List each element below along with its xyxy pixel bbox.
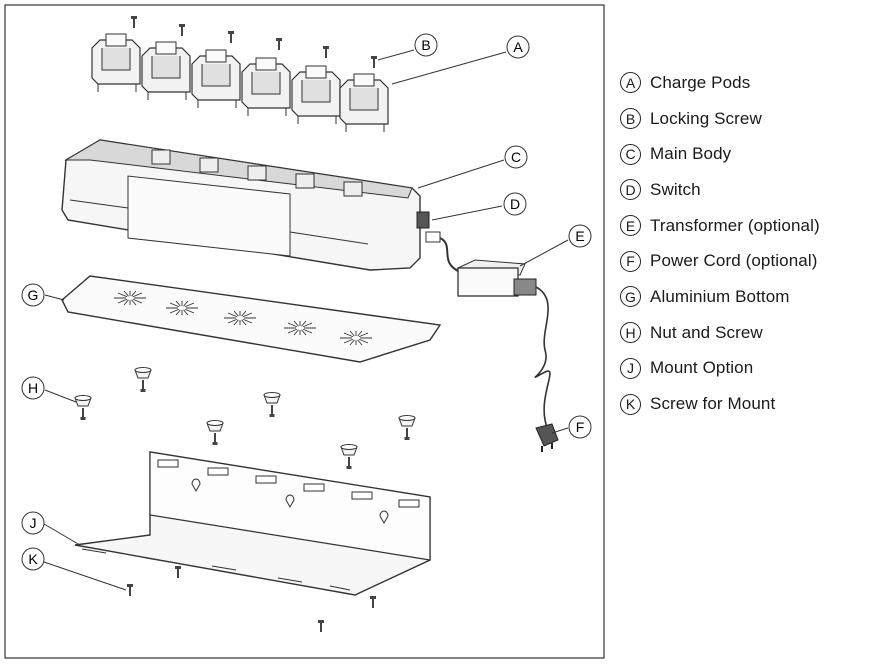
legend-label: Charge Pods: [650, 72, 751, 92]
callout-b: B: [414, 33, 438, 57]
svg-text:G: G: [28, 287, 39, 303]
callout-d: D: [503, 192, 527, 216]
legend-label: Power Cord (optional): [650, 251, 818, 271]
legend-label: Aluminium Bottom: [650, 286, 790, 306]
svg-text:C: C: [511, 149, 521, 165]
legend-key: E: [620, 215, 641, 237]
legend-key: J: [620, 357, 641, 379]
legend-label: Mount Option: [650, 358, 754, 378]
callout-k: K: [21, 547, 45, 571]
legend-item-j: J Mount Option: [620, 351, 870, 387]
svg-text:K: K: [28, 551, 38, 567]
callout-j: J: [21, 511, 45, 535]
svg-text:F: F: [576, 419, 585, 435]
legend-item-b: B Locking Screw: [620, 101, 870, 137]
power-plug: [535, 423, 559, 452]
svg-text:J: J: [30, 515, 37, 531]
nuts-and-screws: [74, 366, 416, 470]
legend-key: H: [620, 322, 641, 344]
legend-item-e: E Transformer (optional): [620, 208, 870, 244]
legend-item-c: C Main Body: [620, 136, 870, 172]
callout-c: C: [504, 145, 528, 169]
svg-text:B: B: [421, 37, 430, 53]
legend-label: Switch: [650, 179, 701, 199]
legend-item-d: D Switch: [620, 172, 870, 208]
main-body: [61, 139, 421, 271]
leader-lines: [43, 49, 569, 591]
diagram-frame: [4, 4, 605, 659]
callout-a: A: [506, 35, 530, 59]
charge-pods: [91, 33, 389, 133]
legend-key: F: [620, 250, 641, 272]
legend-label: Main Body: [650, 144, 732, 164]
legend-key: G: [620, 286, 641, 308]
transformer: [456, 259, 537, 297]
svg-text:D: D: [510, 196, 520, 212]
legend-key: A: [620, 72, 641, 94]
legend-key: K: [620, 393, 641, 415]
legend-label: Transformer (optional): [650, 215, 820, 235]
legend-key: D: [620, 179, 641, 201]
legend-item-h: H Nut and Screw: [620, 315, 870, 351]
legend-key: C: [620, 143, 641, 165]
aluminium-bottom: [61, 275, 442, 363]
callout-h: H: [21, 376, 45, 400]
parts-legend: A Charge Pods B Locking Screw C Main Body D…: [620, 65, 870, 422]
legend-item-k: K Screw for Mount: [620, 386, 870, 422]
legend-label: Locking Screw: [650, 108, 762, 128]
switch: [416, 211, 441, 243]
dc-cable: [439, 237, 461, 273]
power-cord: [534, 286, 551, 431]
callout-f: F: [568, 415, 592, 439]
svg-text:A: A: [513, 39, 523, 55]
svg-text:H: H: [28, 380, 38, 396]
mount-bracket: [74, 451, 431, 596]
callout-e: E: [568, 224, 592, 248]
legend-item-g: G Aluminium Bottom: [620, 279, 870, 315]
svg-text:E: E: [575, 228, 584, 244]
legend-key: B: [620, 108, 641, 130]
callout-g: G: [21, 283, 45, 307]
legend-label: Screw for Mount: [650, 394, 776, 414]
legend-item-f: F Power Cord (optional): [620, 243, 870, 279]
legend-item-a: A Charge Pods: [620, 65, 870, 101]
legend-label: Nut and Screw: [650, 322, 763, 342]
